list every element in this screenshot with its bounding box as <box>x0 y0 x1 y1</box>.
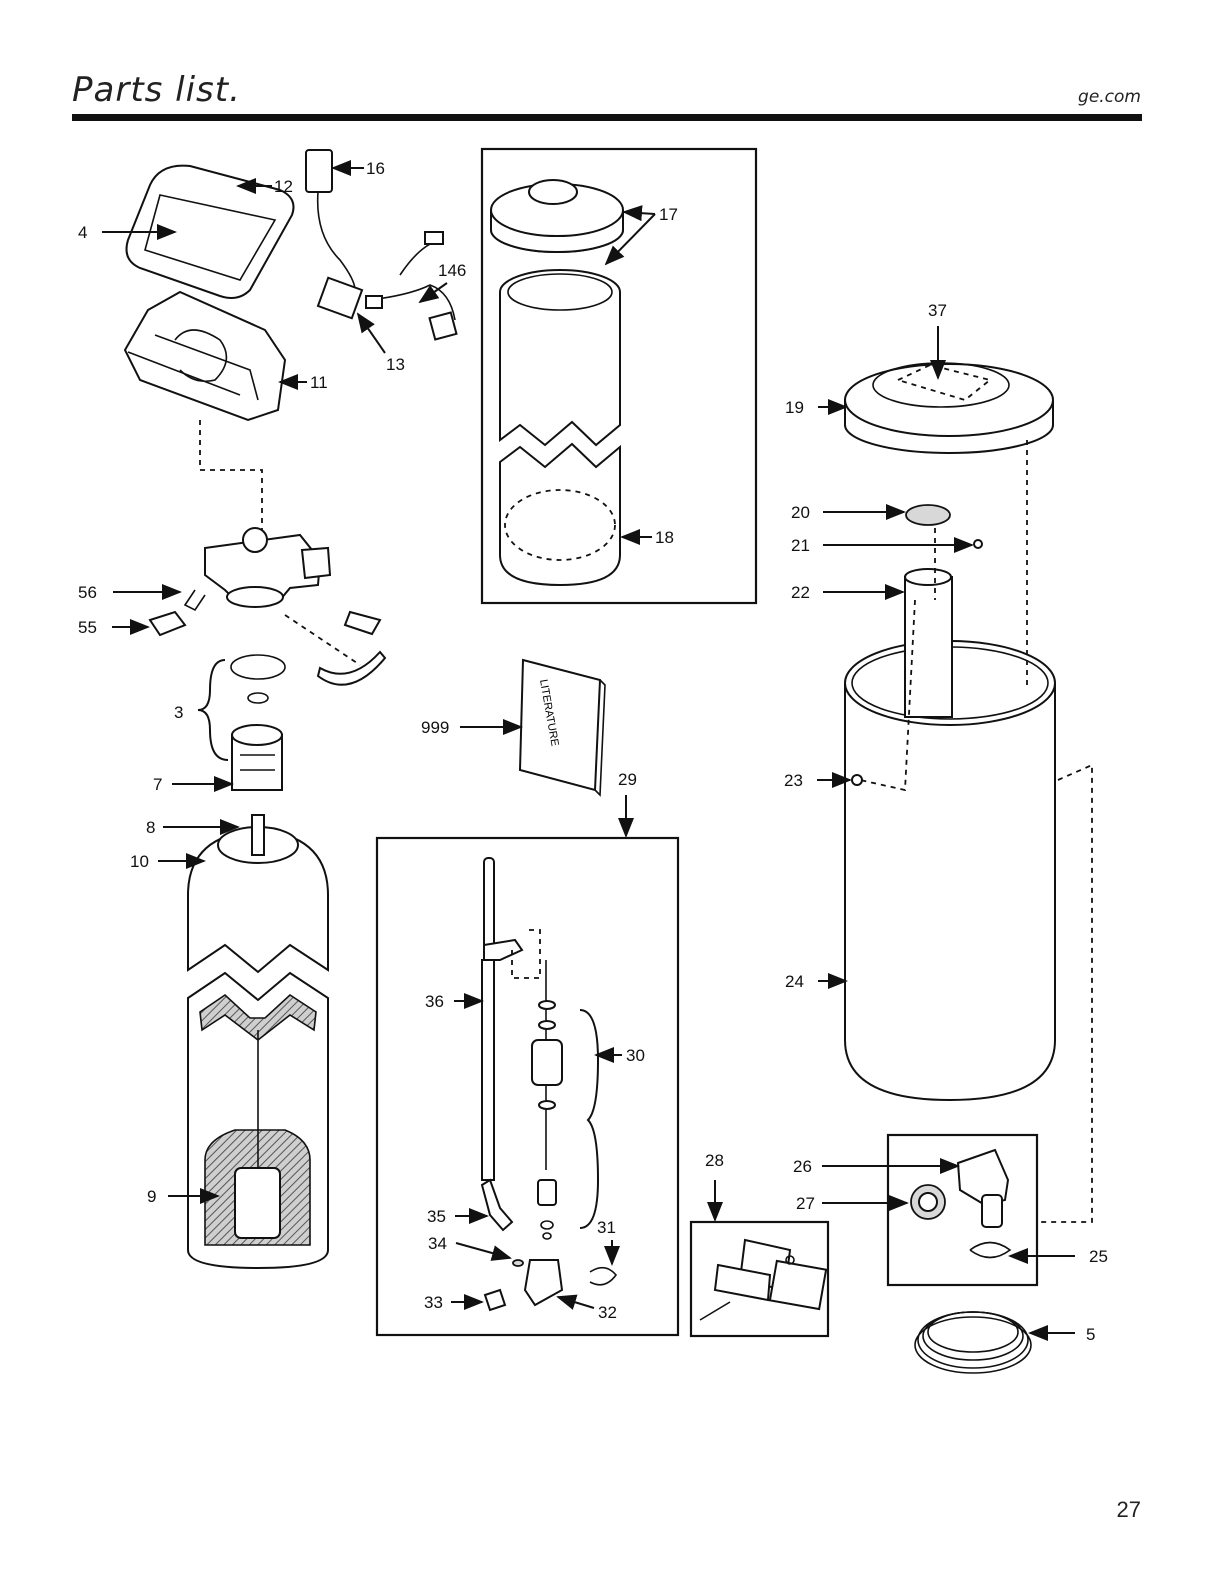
clip-part <box>318 652 385 685</box>
callout-146: 146 <box>438 261 466 280</box>
callout-24: 24 <box>785 972 804 991</box>
o-ring-part <box>231 655 285 679</box>
callout-25: 25 <box>1089 1247 1108 1266</box>
callout-26: 26 <box>793 1157 812 1176</box>
callout-17: 17 <box>659 205 678 224</box>
callout-33: 33 <box>424 1293 443 1312</box>
screw-part <box>974 540 982 548</box>
callout-7: 7 <box>153 775 162 794</box>
well-cap-part <box>906 505 950 525</box>
callout-23: 23 <box>784 771 803 790</box>
control-housing-part <box>125 292 285 420</box>
overflow-kit-box <box>888 1135 1037 1285</box>
callout-18: 18 <box>655 528 674 547</box>
callout-3: 3 <box>174 703 183 722</box>
clip-kit-part <box>700 1240 826 1320</box>
hose-part <box>915 1312 1031 1373</box>
callout-30: 30 <box>626 1046 645 1065</box>
callout-12: 12 <box>274 177 293 196</box>
callout-37: 37 <box>928 301 947 320</box>
tank-lid-part <box>491 180 623 252</box>
mineral-tank-part <box>188 815 328 1268</box>
callout-13: 13 <box>386 355 405 374</box>
callout-35: 35 <box>427 1207 446 1226</box>
brine-lid-part <box>845 363 1053 453</box>
callout-55: 55 <box>78 618 97 637</box>
callout-19: 19 <box>785 398 804 417</box>
adapter-part <box>232 725 282 790</box>
group-brace-3 <box>198 660 228 760</box>
callout-5: 5 <box>1086 1325 1095 1344</box>
callout-4: 4 <box>78 223 87 242</box>
small-o-ring-part <box>248 693 268 703</box>
callout-8: 8 <box>146 818 155 837</box>
callout-10: 10 <box>130 852 149 871</box>
callout-34: 34 <box>428 1234 447 1253</box>
callout-31: 31 <box>597 1218 616 1237</box>
callout-11: 11 <box>310 373 328 392</box>
dashed-connector <box>200 420 262 540</box>
clip-small-part <box>345 612 380 634</box>
callout-20: 20 <box>791 503 810 522</box>
transformer-part <box>306 150 456 339</box>
callout-999: 999 <box>421 718 449 737</box>
brine-valve-box <box>377 838 678 1335</box>
valve-assembly-part <box>150 528 330 635</box>
callout-28: 28 <box>705 1151 724 1170</box>
literature-part: LITERATURE <box>520 660 605 795</box>
callout-22: 22 <box>791 583 810 602</box>
callout-16: 16 <box>366 159 385 178</box>
callout-21: 21 <box>791 536 810 555</box>
callout-36: 36 <box>425 992 444 1011</box>
resin-tank-part <box>500 270 620 585</box>
brine-valve-part <box>482 858 616 1310</box>
group-brace-30 <box>580 1010 598 1228</box>
overflow-screw-part <box>852 775 862 785</box>
callout-29: 29 <box>618 770 637 789</box>
callout-27: 27 <box>796 1194 815 1213</box>
callout-32: 32 <box>598 1303 617 1322</box>
callout-9: 9 <box>147 1187 156 1206</box>
callout-56: 56 <box>78 583 97 602</box>
